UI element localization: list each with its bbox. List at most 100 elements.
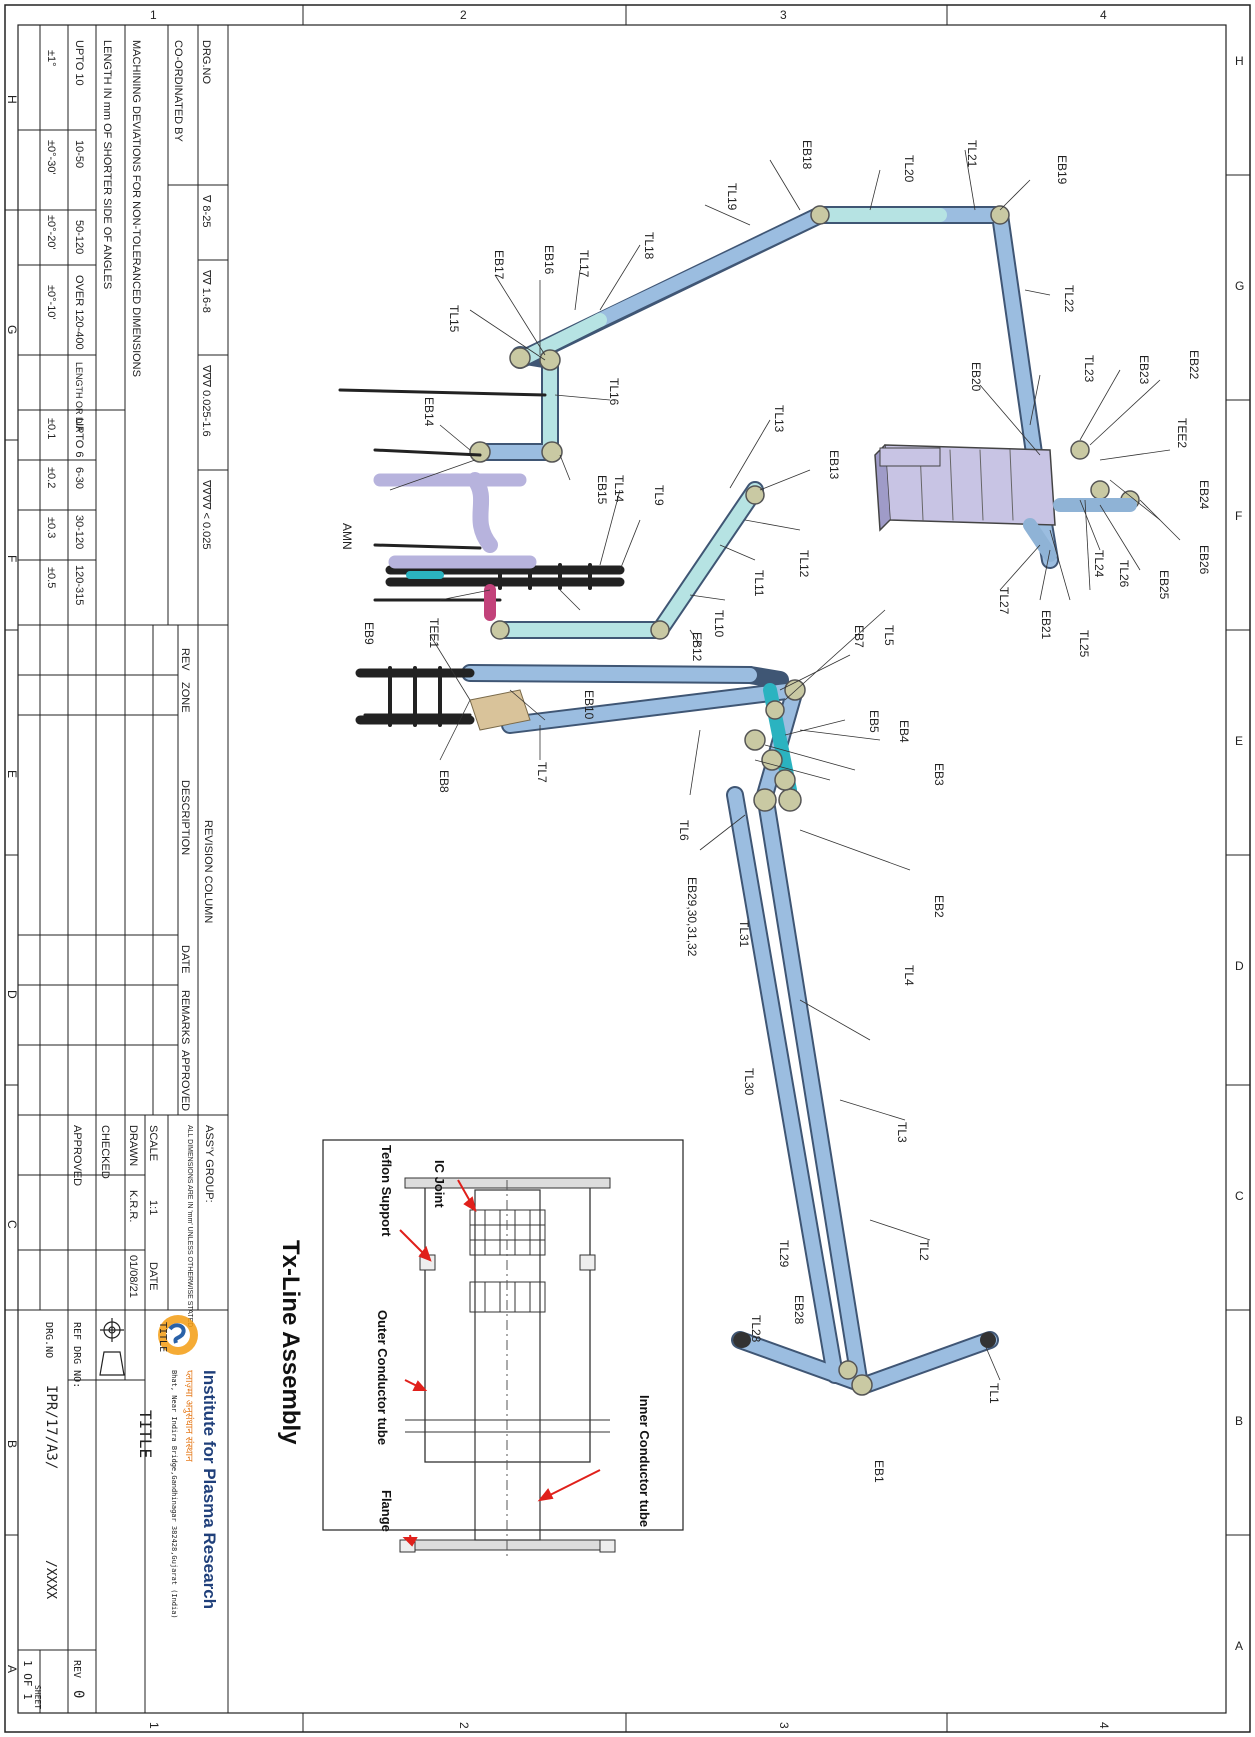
sheet-label: SHEET [33,1685,42,1709]
machining-deviation-title: MACHINING DEVIATIONS FOR NON-TOLERANCED … [130,40,142,377]
finish-grade-1: ∇ 8-25 [200,194,212,227]
callout-tl21: TL21 [965,140,979,168]
zone-bottom-3: 3 [777,1722,791,1729]
zone-top-3: 3 [780,8,787,22]
zone-right-F: F [1235,509,1242,523]
callout-amn: AMN [340,523,354,550]
finish-grade-2: ∇∇ 1.6-8 [200,269,212,313]
length-dev-1: ±0.1 [45,418,57,439]
length-dev-2: ±0.2 [45,467,57,488]
zone-right-C: C [1235,1189,1244,1203]
finish-grade-4: ∇∇∇∇ < 0.025 [200,479,212,550]
callout-eb2: EB2 [932,895,946,918]
callout-eb5: EB5 [867,710,881,733]
callout-tl26: TL26 [1117,560,1131,588]
institute-name: Institute for Plasma Research [200,1370,219,1609]
date-label: DATE [147,1262,159,1291]
angle-dev-2: ±0°-30' [45,140,57,175]
length-range-3: 30-120 [73,515,85,549]
callout-eb9: EB9 [362,622,376,645]
angle-range-1: UPTO 10 [73,40,85,86]
callout-tl9: TL9 [652,485,666,506]
zone-right-B: B [1235,1414,1243,1428]
length-dev-4: ±0.5 [45,567,57,588]
callout-tl20: TL20 [902,155,916,183]
drawing-title: TITLE [136,1410,155,1458]
rev-value: 0 [70,1690,86,1698]
zone-left-C: C [5,1220,19,1229]
callout-tl1: TL1 [987,1383,1001,1404]
angle-range-3: 50-120 [73,220,85,254]
rev-label: REV [71,1660,82,1678]
callout-tl6: TL6 [677,820,691,841]
title-label: TITLE [157,1322,168,1352]
zone-left-H: H [5,95,19,104]
zone-left-A: A [5,1665,19,1673]
callout-tl11: TL11 [752,570,766,597]
callout-eb7: EB7 [852,625,866,648]
zone-bottom-4: 4 [1097,1722,1111,1729]
tx-line-inset: Tx-Line Assembly [277,1139,684,1560]
ref-drg-no-label: REF DRG NO: [71,1322,82,1388]
zone-bottom-2: 2 [457,1722,471,1729]
callout-tl7: TL7 [535,762,549,783]
right-box-assembly [874,444,1137,562]
zone-top-2: 2 [460,8,467,22]
zone-right-E: E [1235,734,1243,748]
angle-dev-1: ±1° [45,50,57,67]
zone-top-1: 1 [150,8,157,22]
length-range-4: 120-315 [73,565,85,605]
callout-eb18: EB18 [800,140,814,170]
callout-eb16: EB16 [542,245,556,275]
drg-no-label-bottom: DRG.NO [43,1322,54,1358]
callout-tl18: TL18 [642,232,656,260]
zone-left-B: B [5,1440,19,1448]
callout-eb22: EB22 [1187,350,1201,380]
drawn-label: DRAWN [127,1125,139,1166]
callout-labels: TL1 TL2 TL3 TL4 TL5 TL6 TL7 TL9 TL10 TL1… [340,140,1211,1483]
callout-eb19: EB19 [1055,155,1069,185]
revision-column-title: REVISION COLUMN [202,820,214,923]
zone-left-D: D [5,990,19,999]
callout-tl12: TL12 [797,550,811,578]
callout-tl4: TL4 [902,965,916,986]
angle-range-4: OVER 120-400 [73,275,85,350]
callout-tl13: TL13 [772,405,786,433]
checked-label: CHECKED [99,1125,111,1179]
dimensions-note: ALL DIMENSIONS ARE IN 'mm' UNLESS OTHERW… [186,1125,193,1327]
callout-leaders [389,149,1181,1381]
institute-hindi-name: प्लाज़्मा अनुसंधान संस्थान [183,1370,195,1462]
scale-value: 1:1 [147,1200,159,1215]
callout-eb10: EB10 [582,690,596,720]
callout-eb26: EB26 [1197,545,1211,575]
zone-ticks [5,5,1250,1732]
callout-eb17: EB17 [492,250,506,280]
drawn-by-value: K.R.R. [127,1190,139,1222]
callout-eb28: EB28 [792,1295,806,1325]
coordinated-by-label: CO-ORDINATED BY [172,40,184,143]
length-range-1: UPTO 6 [73,418,85,458]
callout-tl15: TL15 [447,305,461,333]
callout-eb21: EB21 [1039,610,1053,640]
drg-no-value: IPR/17/A3/ [43,1385,59,1469]
approved-header: APPROVED [179,1050,191,1111]
inset-label-flange: Flange [379,1490,394,1532]
sheet-value: 1 OF 1 [21,1660,34,1700]
callout-eb3: EB3 [932,763,946,786]
zone-left-G: G [5,325,19,334]
callout-tl28: TL28 [749,1315,763,1343]
callout-eb15: EB15 [595,475,609,505]
length-dev-3: ±0.3 [45,517,57,538]
callout-eb13: EB13 [827,450,841,480]
callout-tl22: TL22 [1062,285,1076,313]
title-block [18,1115,228,1713]
inset-label-teflon-support: Teflon Support [379,1145,394,1237]
angle-range-2: 10-50 [73,140,85,168]
institute-address: Bhat, Near Indira Bridge,Gandhinagar 382… [170,1370,178,1619]
rev-header: REV [179,648,191,671]
callout-tl25: TL25 [1077,630,1091,658]
zone-right-G: G [1235,279,1244,293]
callout-tl27: TL27 [997,587,1011,615]
callout-tl19: TL19 [725,183,739,211]
